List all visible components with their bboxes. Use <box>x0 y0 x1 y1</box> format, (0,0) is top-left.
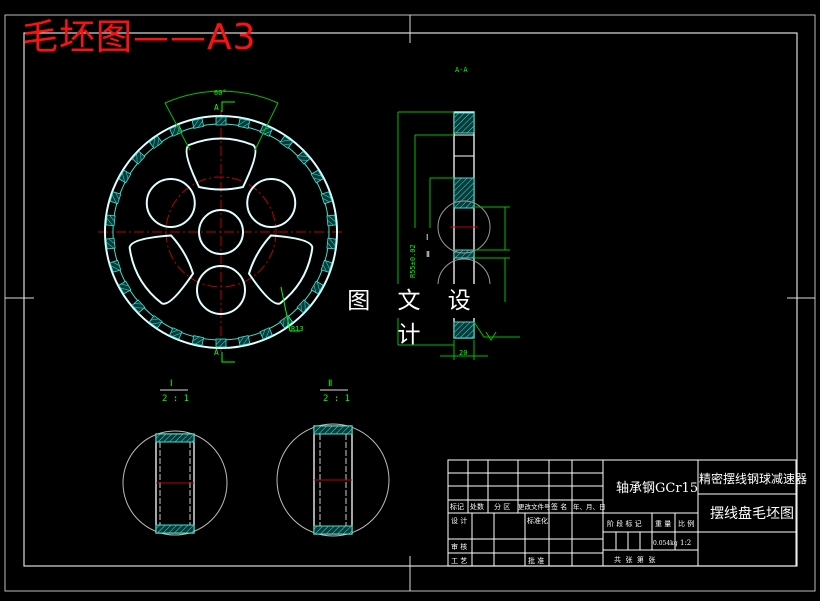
gear-tooth <box>320 191 333 205</box>
radius-leader <box>280 286 300 332</box>
design-label: 设 计 <box>451 516 467 525</box>
hatched-section <box>453 112 475 134</box>
gear-tooth <box>148 135 163 149</box>
approve-label: 批 准 <box>528 556 544 565</box>
detail-1-mark: Ⅰ <box>170 379 173 389</box>
center-bore <box>198 209 244 255</box>
gear-tooth <box>326 214 337 227</box>
gear-tooth <box>118 280 132 295</box>
angle-dim-arc <box>164 90 279 104</box>
rev-header-mark: 标记 <box>450 502 464 511</box>
watermark: 图 文 设 计 <box>334 284 494 348</box>
gear-tooth <box>131 299 146 314</box>
gear-tooth <box>259 327 273 340</box>
hatched-section <box>453 177 475 209</box>
angle-dim-line <box>164 102 191 151</box>
pitch-circle <box>165 176 277 288</box>
gear-tooth <box>215 116 227 126</box>
gear-tooth <box>191 335 205 347</box>
ball-hole <box>145 178 196 228</box>
detail-2-scale: 2 : 1 <box>323 394 350 404</box>
gear-tooth <box>169 327 183 340</box>
material-label: 轴承钢GCr15 <box>616 481 698 496</box>
gear-tooth <box>310 169 324 184</box>
rev-header-doc: 更改文件号 <box>518 502 551 511</box>
drawing-name: 摆线盘毛坯图 <box>710 505 794 522</box>
gear-tooth <box>237 117 251 129</box>
gear-tooth <box>215 338 227 348</box>
weight-label: 重 量 <box>655 520 671 528</box>
detail-view-1: Ⅰ 2 : 1 <box>122 379 228 536</box>
detail-1-scale: 2 : 1 <box>162 394 189 404</box>
lightening-opening <box>128 234 195 305</box>
rev-header-date: 年、月、日 <box>573 502 606 511</box>
detail-circle-1 <box>437 200 491 254</box>
project-name: 精密摆线钢球减速器 <box>699 471 807 486</box>
lightening-opening <box>247 234 314 305</box>
process-label: 工 艺 <box>451 557 467 565</box>
section-mark-top: A <box>214 103 219 112</box>
detail-mark-1: Ⅰ <box>426 233 428 242</box>
gear-tooth <box>310 280 324 295</box>
gear-tooth <box>118 169 132 184</box>
section-mark-bottom: A <box>214 348 219 357</box>
radius-label: R13 <box>291 325 304 333</box>
gear-tooth <box>296 299 311 314</box>
angle-label: 60° <box>214 89 227 97</box>
centering-marks <box>5 15 815 591</box>
detail-2-mark: Ⅱ <box>328 379 332 389</box>
standardize-label: 标准化 <box>527 516 548 525</box>
rev-header-zone: 分 区 <box>494 502 510 511</box>
section-title: A-A <box>455 66 468 74</box>
gear-tooth <box>148 315 163 329</box>
lightening-opening <box>185 137 257 191</box>
gear-tooth <box>279 135 294 149</box>
detail-mark-2: Ⅱ <box>426 250 430 259</box>
gear-tooth <box>105 214 116 227</box>
rev-header-sign: 签 名 <box>551 502 567 511</box>
scale-value: 1:2 <box>680 539 691 547</box>
rev-header-count: 处数 <box>470 502 484 511</box>
ball-hole <box>196 265 246 315</box>
front-view-gear: 60° A A R13 <box>98 89 342 363</box>
gear-tooth <box>169 124 183 137</box>
dimension-lines <box>397 111 520 360</box>
gear-tooth <box>237 335 251 347</box>
sheets-label: 共 张 第 张 <box>614 555 655 564</box>
angle-dim-line <box>254 102 279 151</box>
gear-tooth <box>109 259 122 273</box>
width-label: 20 <box>459 349 467 357</box>
tolerance-label: R55±0.02 <box>409 244 417 278</box>
weight-value: 0.054kg <box>653 540 678 547</box>
gear-tooth <box>326 237 337 250</box>
section-arrow <box>221 101 235 112</box>
detail-view-2: Ⅱ 2 : 1 <box>276 379 390 537</box>
ball-hole <box>246 178 297 228</box>
gear-outer-circle <box>104 115 338 349</box>
stage-mark-label: 阶 段 标 记 <box>607 519 642 528</box>
gear-tooth <box>191 117 205 129</box>
gear-tooth <box>296 150 311 165</box>
gear-tooth <box>320 259 333 273</box>
gear-tooth <box>105 237 116 250</box>
gear-tooth <box>131 150 146 165</box>
check-label: 审 核 <box>451 542 467 551</box>
drawing-title: 毛坯图——A3 <box>22 17 257 58</box>
scale-label: 比 例 <box>678 519 694 528</box>
section-arrow <box>221 352 235 363</box>
gear-tooth <box>109 191 122 205</box>
title-block <box>447 459 797 567</box>
hatched-section <box>453 321 475 339</box>
hatched-section <box>453 249 475 259</box>
